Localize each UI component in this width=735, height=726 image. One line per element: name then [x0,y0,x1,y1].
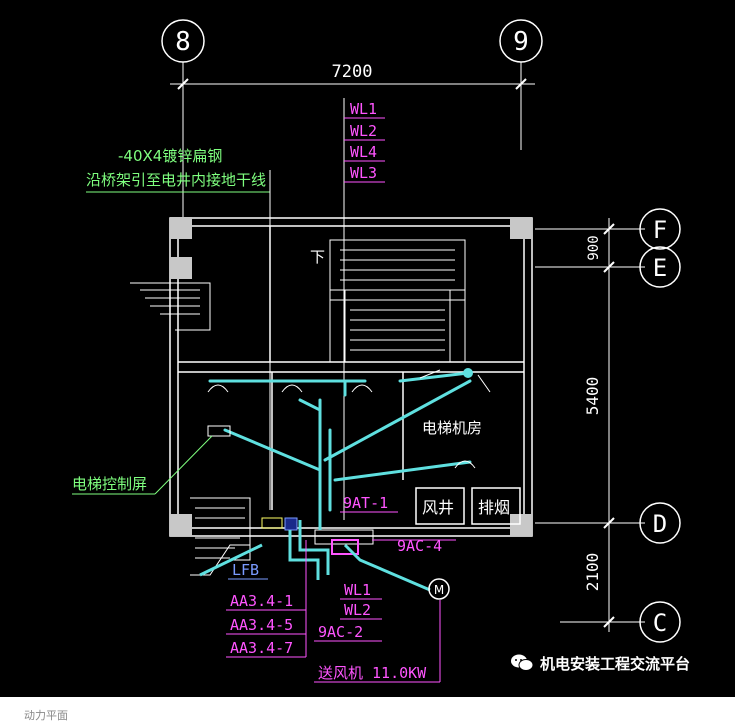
watermark: 机电安装工程交流平台 [510,650,690,676]
image-caption: 动力平面 [24,709,68,722]
stair-down-label: 下 [310,248,325,266]
elevator-room-label: 电梯机房 [422,419,482,437]
wl2-bottom-label: WL2 [344,601,371,619]
grounding-note-line1: -40X4镀锌扁钢 [118,147,222,165]
dimension-5400: 5400 [583,377,602,416]
panel-9ac2-label: 9AC-2 [318,623,363,641]
grid-bubble-e: E [639,246,681,288]
dimension-7200: 7200 [332,62,373,82]
motor-label: M [434,583,444,597]
svg-text:F: F [653,216,667,244]
columns [170,217,532,536]
dimension-900: 900 [586,235,602,260]
lower-cables [199,500,431,592]
power-plan-svg: 8 9 F E D C 7200 900 5400 2100 [72,19,681,683]
aa-5-label: AA3.4-5 [230,616,293,634]
grid-bubble-d: D [639,502,681,544]
grid-bubble-f: F [639,208,681,250]
staircase [329,239,466,363]
svg-text:8: 8 [175,27,191,57]
lfb-label: LFB [232,561,259,579]
cable-tag-wl1: WL1 [350,100,377,118]
light-fixtures [207,369,491,469]
distribution-boxes [261,517,374,555]
cad-drawing: 8 9 F E D C 7200 900 5400 2100 [0,0,735,697]
aa-1-label: AA3.4-1 [230,592,293,610]
cable-tag-wl3: WL3 [350,164,377,182]
watermark-text: 机电安装工程交流平台 [540,654,691,673]
wl1-bottom-label: WL1 [344,581,371,599]
aa-7-label: AA3.4-7 [230,639,293,657]
svg-text:D: D [653,510,667,538]
fan-label: 送风机 11.0KW [318,664,427,682]
panel-9at1-label: 9AT-1 [343,494,388,512]
cable-tag-wl2: WL2 [350,122,377,140]
dimension-2100: 2100 [583,553,602,592]
outer-stair-top [130,282,211,331]
smoke-exhaust-label: 排烟 [478,498,510,517]
svg-text:C: C [653,609,667,637]
cable-trays [208,371,472,512]
cable-tag-wl4: WL4 [350,143,377,161]
smoke-exhaust-shaft: 排烟 [471,487,521,525]
junction-node [463,368,473,378]
top-cable-tags: WL1 WL2 WL4 WL3 [344,100,385,183]
grid-bubble-8: 8 [161,19,205,63]
svg-text:E: E [653,254,667,282]
fan-motor: M [428,578,450,600]
grounding-note-line2: 沿桥架引至电井内接地干线 [86,171,266,189]
wind-shaft: 风井 [415,487,465,525]
elevator-panel-label: 电梯控制屏 [72,475,147,493]
wind-shaft-label: 风井 [422,498,454,517]
panel-9ac4-label: 9AC-4 [397,537,442,555]
grid-lines [170,62,645,632]
grounding-note: -40X4镀锌扁钢 沿桥架引至电井内接地干线 [86,147,271,510]
wechat-icon [511,654,534,671]
svg-text:9: 9 [513,27,529,57]
grid-bubble-9: 9 [499,19,543,63]
grid-bubble-c: C [639,601,681,643]
